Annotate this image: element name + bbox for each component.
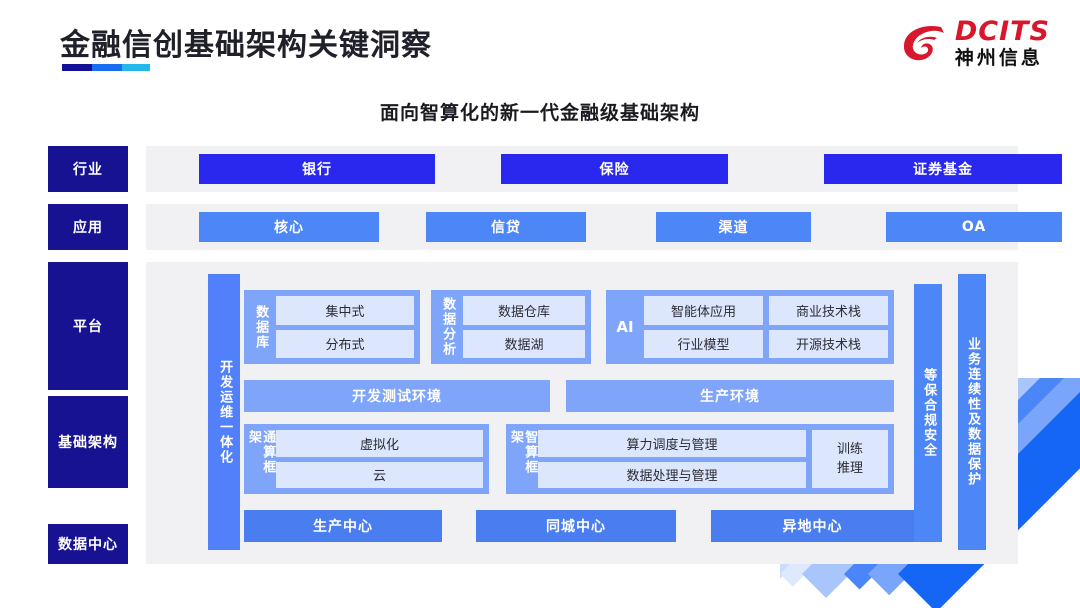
tier-label-infrastructure: 基础架构 [48,396,128,488]
datacenter-production[interactable]: 生产中心 [244,510,442,542]
env-bar-dev-test[interactable]: 开发测试环境 [244,380,550,412]
right-bar-business-continuity: 业务连续性及数据保护 [958,274,986,550]
logo-wordmark-cn: 神州信息 [954,47,1043,69]
datacenter-same-city[interactable]: 同城中心 [476,510,676,542]
application-item-credit[interactable]: 信贷 [426,212,586,242]
tier-label-industry: 行业 [48,146,128,192]
card-ai: AI 智能体应用 商业技术栈 行业模型 开源技术栈 [606,290,894,364]
chip-data-processing[interactable]: 数据处理与管理 [538,461,806,488]
card-data-analysis: 数据分析 数据仓库 数据湖 [431,290,591,364]
chip-compute-scheduling[interactable]: 算力调度与管理 [538,430,806,457]
tier-label-application: 应用 [48,204,128,250]
chip-commercial-stack[interactable]: 商业技术栈 [769,296,888,325]
business-continuity-label: 业务连续性及数据保护 [965,337,981,487]
dcits-swirl-logo-icon [903,25,944,61]
logo-wordmark-en: DCITS [954,16,1050,47]
architecture-diagram: 行业 应用 平台 基础架构 数据中心 银行 保险 证券基金 核心 信贷 渠道 O… [48,142,1062,566]
training-label: 训练 [836,441,863,457]
devops-vertical-bar: 开发运维一体化 [208,274,240,550]
chip-industry-model[interactable]: 行业模型 [644,329,763,358]
application-item-oa[interactable]: OA [886,212,1062,242]
chip-distributed[interactable]: 分布式 [276,329,414,358]
inference-label: 推理 [836,461,863,476]
chip-virtualization[interactable]: 虚拟化 [276,430,483,457]
card-database-label: 数据库 [253,304,269,350]
title-underline-rule [62,64,150,71]
chip-data-warehouse[interactable]: 数据仓库 [463,296,585,325]
page-title: 金融信创基础架构关键洞察 [60,28,432,63]
platform-infrastructure-panel: 开发运维一体化 数据库 集中式 分布式 数据分析 数据仓库 数据湖 [146,262,1018,564]
datacenter-remote[interactable]: 异地中心 [711,510,914,542]
chip-agent-application[interactable]: 智能体应用 [644,296,763,325]
chip-centralized[interactable]: 集中式 [276,296,414,325]
card-general-compute-framework: 通算框架 虚拟化 云 [244,424,489,494]
industry-item-securities-fund[interactable]: 证券基金 [824,154,1062,184]
application-item-core[interactable]: 核心 [199,212,379,242]
tier-label-datacenter: 数据中心 [48,524,128,564]
devops-bar-label: 开发运维一体化 [217,359,233,465]
industry-item-insurance[interactable]: 保险 [501,154,728,184]
chip-data-lake[interactable]: 数据湖 [463,329,585,358]
application-item-channel[interactable]: 渠道 [656,212,811,242]
tier-label-platform: 平台 [48,262,128,390]
compliance-security-label: 等保合规安全 [921,368,937,458]
right-bar-compliance-security: 等保合规安全 [914,284,942,542]
industry-row-panel: 银行 保险 证券基金 [146,146,1062,192]
chip-training-inference[interactable]: 训练 推理 [812,430,888,488]
diagram-subtitle: 面向智算化的新一代金融级基础架构 [379,102,700,124]
card-data-analysis-label: 数据分析 [440,297,456,357]
chip-opensource-stack[interactable]: 开源技术栈 [769,329,888,358]
env-bar-production[interactable]: 生产环境 [566,380,894,412]
card-intelligent-compute-framework: 智算框架 算力调度与管理 数据处理与管理 训练 推理 [506,424,894,494]
card-general-compute-label: 通算框架 [246,430,276,475]
brand-logo: DCITS 神州信息 [901,18,1050,68]
card-intelligent-compute-label: 智算框架 [508,430,538,475]
industry-item-bank[interactable]: 银行 [199,154,435,184]
card-database: 数据库 集中式 分布式 [244,290,420,364]
application-row-panel: 核心 信贷 渠道 OA [146,204,1062,250]
card-ai-label: AI [616,318,634,336]
chip-cloud[interactable]: 云 [276,461,483,488]
